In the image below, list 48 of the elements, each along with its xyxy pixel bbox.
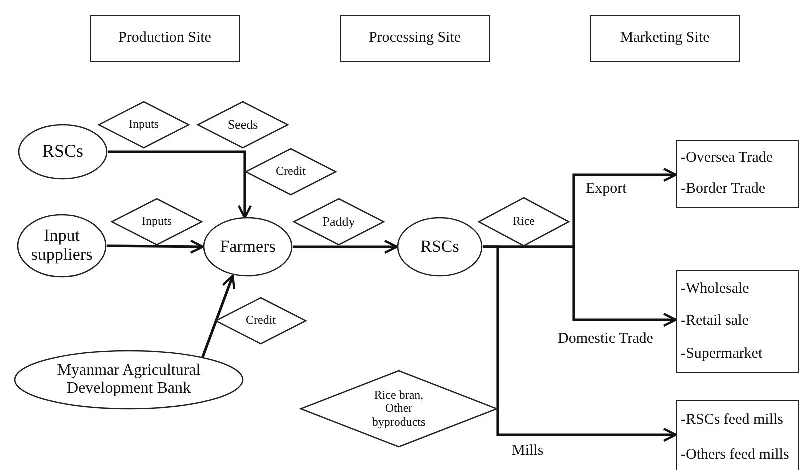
node-label: Processing Site — [368, 30, 462, 47]
actor-ellipse — [18, 124, 108, 180]
node-label: Input suppliers — [30, 227, 94, 265]
node-label: Farmers — [220, 238, 276, 256]
actor-ellipse — [397, 217, 483, 277]
edge-label: Export — [584, 181, 629, 198]
node-label: Paddy — [322, 214, 356, 230]
arrow — [108, 150, 252, 220]
node-label: Credit — [276, 165, 306, 179]
node-label: -Wholesale — [681, 280, 750, 298]
node-label: -Supermarket — [681, 346, 763, 362]
node-label: Credit — [246, 314, 276, 328]
node-label: Production Site — [118, 30, 212, 47]
flow-diamond — [300, 370, 498, 448]
flow-diamond — [478, 197, 570, 247]
flow-diamond — [197, 101, 289, 149]
node-label: -Retail sale — [681, 313, 749, 330]
node-label: Inputs — [142, 215, 172, 229]
flow-diamond — [245, 148, 337, 196]
node-label: RSCs — [420, 238, 460, 256]
market-box — [676, 140, 799, 208]
actor-ellipse — [14, 350, 244, 410]
actor-ellipse — [17, 214, 107, 278]
flow-diamond — [215, 297, 307, 345]
arrow — [201, 274, 236, 358]
node-label: Rice bran, Other byproducts — [371, 389, 427, 429]
header-box — [340, 15, 490, 62]
header-box — [590, 15, 740, 62]
market-box — [676, 400, 799, 470]
node-label: Seeds — [228, 118, 258, 132]
arrow — [293, 240, 398, 254]
arrow — [483, 246, 678, 442]
node-label: Myanmar Agricultural Development Bank — [56, 362, 202, 398]
header-box — [90, 15, 240, 62]
flow-diamond — [98, 101, 190, 149]
node-label: -Others feed mills — [681, 446, 790, 463]
node-label: -RSCs feed mills — [681, 412, 784, 428]
node-label: -Oversea Trade — [681, 150, 774, 167]
node-label: Rice — [513, 215, 535, 229]
node-label: Inputs — [129, 118, 159, 132]
node-label: RSCs — [42, 142, 84, 162]
flow-diamond — [293, 198, 385, 246]
node-label: Marketing Site — [620, 30, 710, 47]
arrow — [106, 240, 204, 254]
flow-diamond — [111, 198, 203, 246]
market-box — [676, 270, 799, 373]
actor-ellipse — [203, 217, 293, 277]
node-label: -Border Trade — [681, 181, 766, 198]
